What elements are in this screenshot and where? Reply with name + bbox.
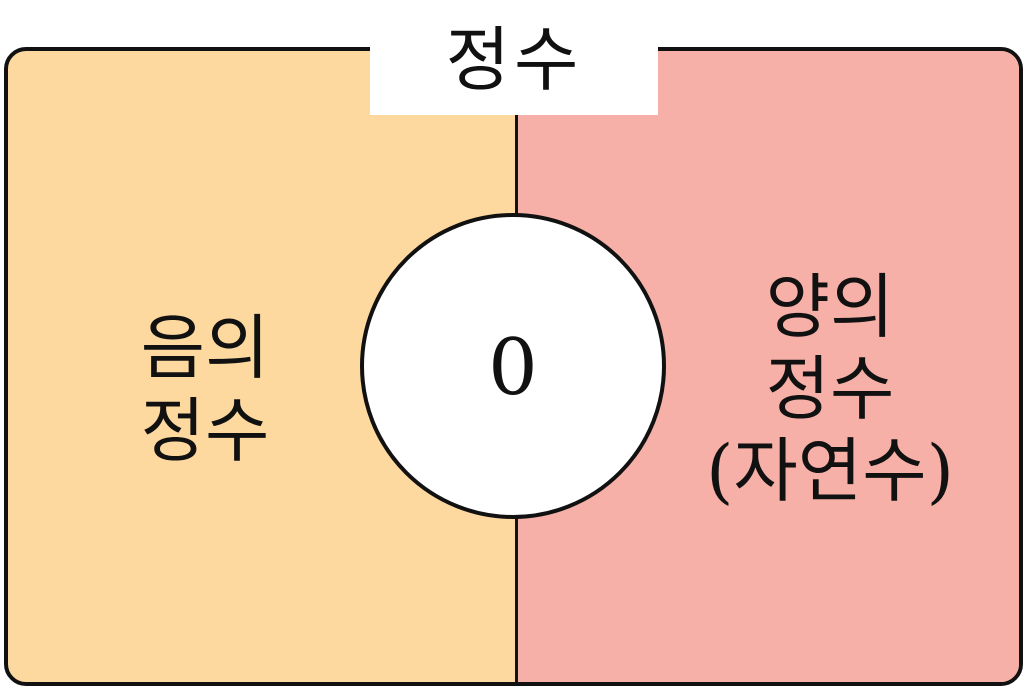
positive-label-line-2: 정수 [765,348,895,431]
positive-label-line-3: (자연수) [706,429,954,512]
negative-integer-label: 음의 정수 [80,280,330,500]
negative-label-line-1: 음의 [140,307,270,390]
positive-integer-label: 양의 정수 (자연수) [650,240,1010,540]
integer-diagram-box [4,47,1023,686]
negative-label-line-2: 정수 [140,390,270,472]
zero-circle: 0 [360,213,666,519]
positive-label-line-1: 양의 [765,266,895,349]
diagram-title: 정수 [445,18,583,101]
zero-value: 0 [488,323,538,413]
title-plate: 정수 [370,0,658,115]
